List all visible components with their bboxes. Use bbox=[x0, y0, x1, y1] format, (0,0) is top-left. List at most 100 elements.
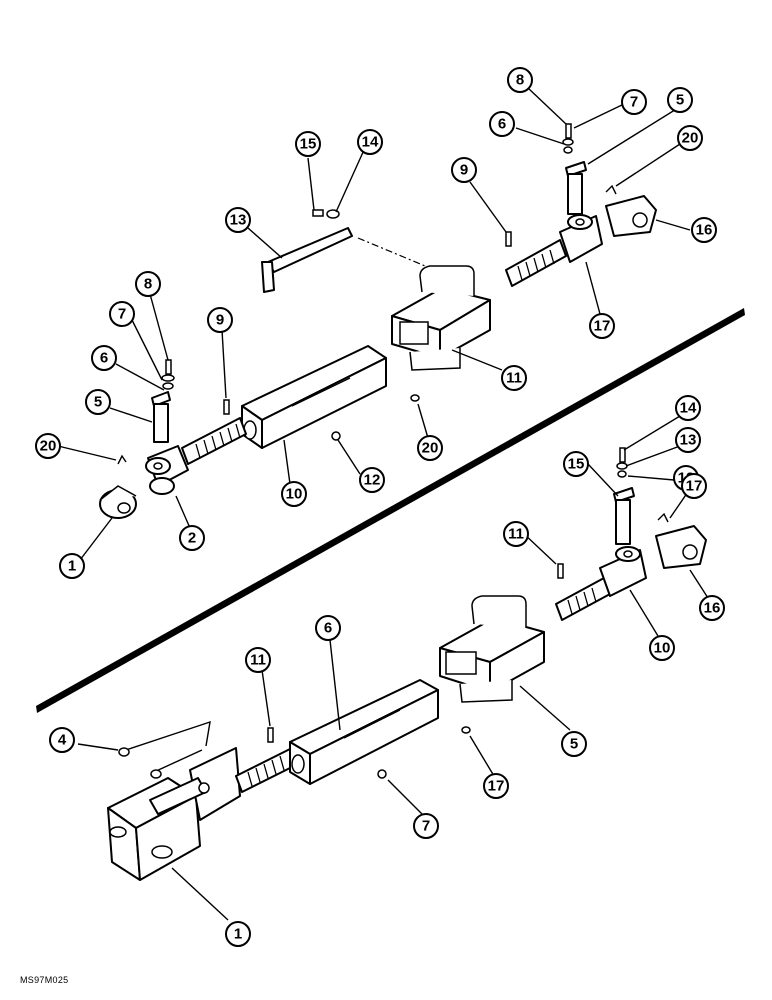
callout-label: 14 bbox=[680, 400, 697, 417]
callout-label: 1 bbox=[234, 926, 242, 943]
callout-marker: 9 bbox=[451, 157, 477, 183]
callout-label: 10 bbox=[654, 640, 671, 657]
callout-label: 16 bbox=[696, 222, 713, 239]
callout-label: 7 bbox=[118, 306, 126, 323]
collar-part bbox=[99, 485, 137, 519]
bolt-part bbox=[619, 447, 626, 463]
washer-part bbox=[617, 470, 627, 478]
callout-label: 13 bbox=[230, 212, 247, 229]
callout-marker: 7 bbox=[621, 89, 647, 115]
pin-part bbox=[151, 391, 171, 443]
threaded-rod-part bbox=[181, 417, 247, 465]
grease-fitting bbox=[605, 184, 617, 195]
callout-label: 6 bbox=[498, 116, 506, 133]
washer-part bbox=[562, 138, 574, 146]
clevis-part bbox=[599, 546, 647, 597]
callout-marker: 13 bbox=[675, 427, 701, 453]
figure-code: MS97M025 bbox=[20, 975, 69, 985]
callout-marker: 11 bbox=[503, 521, 529, 547]
callout-marker: 20 bbox=[417, 435, 443, 461]
callout-marker: 7 bbox=[109, 301, 135, 327]
washer-part bbox=[161, 374, 175, 382]
pin-part bbox=[613, 487, 635, 545]
callout-label: 4 bbox=[58, 732, 67, 749]
callout-label: 9 bbox=[216, 312, 224, 329]
callout-label: 15 bbox=[568, 456, 585, 473]
callout-label: 16 bbox=[704, 600, 721, 617]
upper-assembly bbox=[99, 123, 657, 519]
callout-label: 17 bbox=[488, 778, 505, 795]
callout-label: 8 bbox=[516, 72, 524, 89]
roll-pin-part bbox=[223, 399, 230, 415]
callout-label: 1 bbox=[68, 558, 76, 575]
callout-marker: 15 bbox=[563, 451, 589, 477]
threaded-rod-part bbox=[505, 239, 567, 287]
threaded-rod-part bbox=[235, 747, 299, 793]
grease-fitting bbox=[657, 512, 669, 523]
callout-label: 5 bbox=[676, 92, 684, 109]
callout-label: 6 bbox=[324, 620, 332, 637]
callout-label: 17 bbox=[594, 318, 611, 335]
grease-fitting bbox=[377, 769, 387, 779]
callout-marker: 5 bbox=[561, 731, 587, 757]
grease-fitting bbox=[461, 726, 471, 734]
collar-part bbox=[605, 195, 657, 237]
callout-label: 20 bbox=[682, 130, 699, 147]
callout-label: 11 bbox=[508, 526, 524, 543]
callout-label: 8 bbox=[144, 276, 152, 293]
callout-marker: 17 bbox=[483, 773, 509, 799]
callout-marker: 7 bbox=[413, 813, 439, 839]
lower-assembly bbox=[107, 447, 707, 881]
callout-label: 13 bbox=[680, 432, 697, 449]
callout-label: 17 bbox=[686, 478, 703, 495]
roll-pin-part bbox=[267, 727, 274, 743]
callout-marker: 8 bbox=[135, 271, 161, 297]
grease-fitting bbox=[331, 431, 341, 441]
section-divider bbox=[36, 308, 745, 713]
callout-label: 6 bbox=[100, 350, 108, 367]
callout-marker: 20 bbox=[35, 433, 61, 459]
threaded-rod-part bbox=[555, 577, 611, 621]
callout-label: 7 bbox=[630, 94, 638, 111]
callout-marker: 11 bbox=[245, 647, 271, 673]
callout-marker: 10 bbox=[281, 481, 307, 507]
callout-label: 11 bbox=[250, 652, 266, 669]
callout-marker: 12 bbox=[359, 467, 385, 493]
center-line bbox=[357, 237, 431, 269]
callout-label: 5 bbox=[94, 394, 102, 411]
callout-marker: 8 bbox=[507, 67, 533, 93]
pin-part bbox=[565, 161, 587, 215]
callout-label: 15 bbox=[300, 136, 317, 153]
callout-marker: 16 bbox=[699, 595, 725, 621]
callout-marker: 5 bbox=[85, 389, 111, 415]
clevis-part bbox=[145, 445, 189, 495]
leader-lines bbox=[57, 87, 709, 921]
callout-marker: 1 bbox=[225, 921, 251, 947]
callout-marker: 6 bbox=[489, 111, 515, 137]
callout-marker: 14 bbox=[357, 129, 383, 155]
callout-marker: 20 bbox=[677, 125, 703, 151]
spring-clip-part bbox=[118, 720, 211, 779]
tube-part bbox=[289, 679, 439, 785]
callout-marker: 6 bbox=[315, 615, 341, 641]
callouts-lower: 14 13 12 15 17 11 16 10 6 11 5 4 17 7 1 bbox=[49, 395, 725, 947]
callout-label: 11 bbox=[506, 370, 522, 387]
callout-marker: 13 bbox=[225, 207, 251, 233]
callout-label: 20 bbox=[422, 440, 439, 457]
callout-label: 5 bbox=[570, 736, 578, 753]
grease-fitting bbox=[410, 394, 420, 402]
callout-label: 2 bbox=[188, 530, 196, 547]
callout-marker: 2 bbox=[179, 525, 205, 551]
sleeve-part bbox=[391, 265, 491, 371]
callout-marker: 16 bbox=[691, 217, 717, 243]
washer-part bbox=[616, 462, 628, 470]
sleeve-part bbox=[439, 595, 545, 703]
callouts-upper: 8 7 5 6 20 15 14 9 16 13 17 11 8 7 9 6 5… bbox=[35, 67, 717, 579]
washer-part bbox=[162, 382, 174, 390]
washer-part bbox=[563, 146, 573, 154]
callout-marker: 10 bbox=[649, 635, 675, 661]
callout-label: 7 bbox=[422, 818, 430, 835]
callout-marker: 5 bbox=[667, 87, 693, 113]
roll-pin-part bbox=[505, 231, 512, 247]
